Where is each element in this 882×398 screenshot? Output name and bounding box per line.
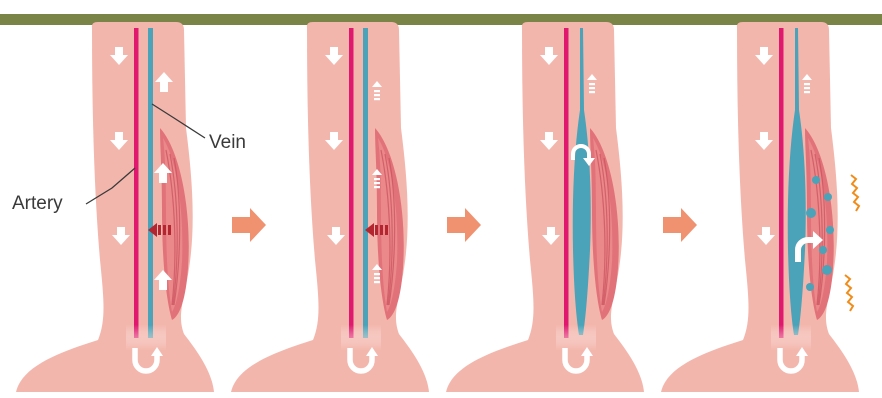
vessel-fade	[771, 260, 811, 350]
pressure-arrow-dash	[158, 225, 161, 235]
arrow-dash	[589, 91, 595, 93]
swelling-pain-line	[851, 175, 859, 211]
arrow-dash	[589, 87, 595, 89]
arrow-dash	[804, 83, 810, 85]
pooled-blood-drop	[826, 226, 834, 234]
arrow-dash	[374, 182, 380, 184]
arrow-dash	[804, 91, 810, 93]
pooled-blood-drop	[824, 193, 832, 201]
arrow-dash	[804, 87, 810, 89]
arrow-dash	[374, 277, 380, 279]
leg-panel-blood-pooling-swelling	[661, 22, 859, 392]
artery-label: Artery	[12, 193, 63, 214]
arrow-dash	[374, 178, 380, 180]
vessel-fade	[556, 260, 596, 350]
arrow-dash	[374, 90, 380, 92]
pressure-arrow-dash	[380, 225, 383, 235]
pressure-arrow-dash	[168, 225, 171, 235]
leg-panel-blood-backflow	[446, 22, 644, 392]
step-arrow-3	[663, 208, 697, 242]
leg-panel-calf-muscle-contracting	[231, 22, 429, 392]
arrow-dash	[374, 98, 380, 100]
swelling-pain-line	[845, 275, 853, 311]
step-arrow-1	[232, 208, 266, 242]
step-arrow-2	[447, 208, 481, 242]
vein-label: Vein	[209, 132, 246, 153]
arrow-dash	[374, 94, 380, 96]
arrow-dash	[374, 273, 380, 275]
pooled-blood-drop	[806, 208, 816, 218]
pressure-arrow-dash	[375, 225, 378, 235]
arrow-dash	[374, 281, 380, 283]
arrow-dash	[374, 186, 380, 188]
pressure-arrow-dash	[163, 225, 166, 235]
arrow-dash	[589, 83, 595, 85]
pressure-arrow-dash	[385, 225, 388, 235]
pooled-blood-drop	[812, 176, 820, 184]
pooled-blood-drop	[819, 246, 827, 254]
pooled-blood-drop	[806, 283, 814, 291]
pooled-blood-drop	[822, 265, 832, 275]
